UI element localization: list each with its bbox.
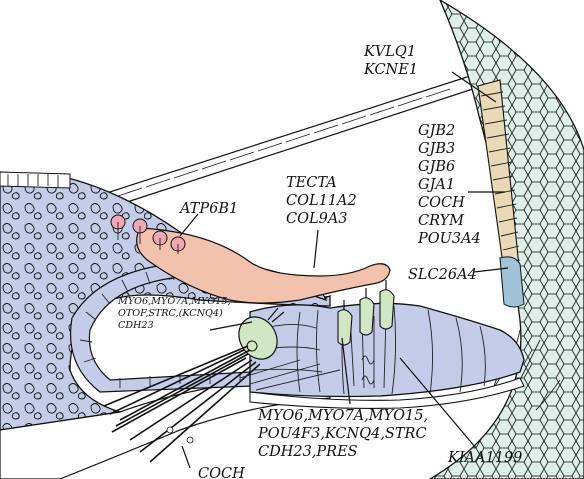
label-ihc-line3: CDH23 <box>118 320 154 331</box>
label-ihc-line2: OTOF,STRC,(KCNQ4) <box>118 308 223 319</box>
label-gjb6: GJB6 <box>418 159 455 175</box>
outer-sulcus-cells <box>500 257 524 307</box>
label-pou3a4: POU3A4 <box>417 231 481 247</box>
label-kvlq1: KVLQ1 <box>363 44 416 60</box>
label-coch-bottom: COCH <box>198 466 245 479</box>
label-tecta: TECTA <box>286 175 337 191</box>
label-col9a3: COL9A3 <box>286 211 348 227</box>
label-ohc-line1: MYO6,MYO7A,MYO15, <box>257 408 428 424</box>
label-gjb2: GJB2 <box>418 123 455 139</box>
label-col11a2: COL11A2 <box>286 193 357 209</box>
label-ihc-line1: MYO6,MYO7A,MYO15, <box>117 296 231 307</box>
label-ohc-line3: CDH23,PRES <box>258 444 358 460</box>
label-kcne1: KCNE1 <box>363 62 418 78</box>
label-atp6b1: ATP6B1 <box>178 201 238 217</box>
label-coch-right: COCH <box>418 195 465 211</box>
label-gja1: GJA1 <box>418 177 455 193</box>
label-gjb3: GJB3 <box>418 141 455 157</box>
label-kiaa1199: KIAA1199 <box>447 450 522 466</box>
label-crym: CRYM <box>418 213 465 229</box>
label-ohc-line2: POU4F3,KCNQ4,STRC <box>257 426 427 442</box>
label-slc26a4: SLC26A4 <box>408 267 477 283</box>
